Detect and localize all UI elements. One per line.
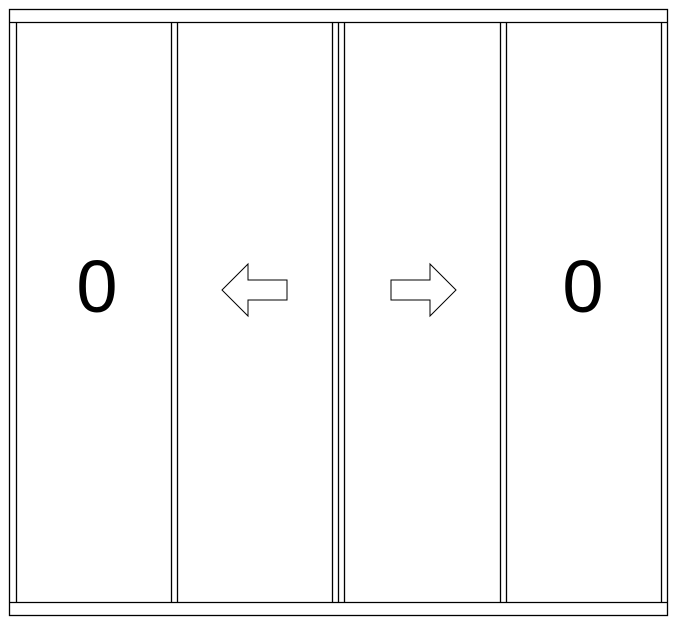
- left-arrow-icon: [221, 262, 288, 318]
- left-fixed-panel-label: 0: [76, 245, 117, 328]
- right-arrow-icon: [390, 262, 457, 318]
- right-fixed-panel-label: 0: [562, 245, 603, 328]
- outer-frame: [8, 8, 669, 617]
